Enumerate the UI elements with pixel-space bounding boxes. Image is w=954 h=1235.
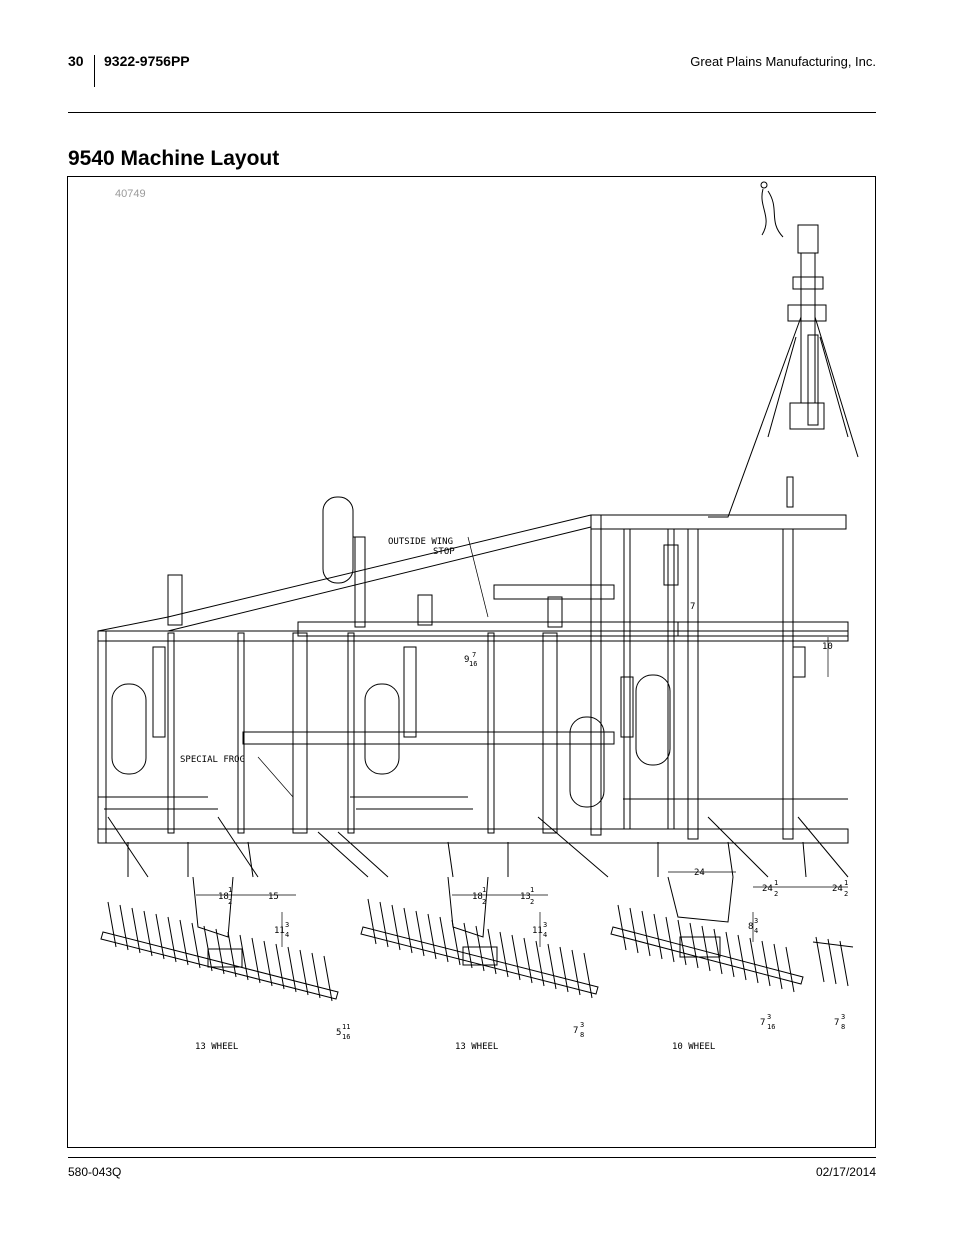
callout-wheel-right: 10 WHEEL [672, 1042, 715, 1052]
dim-8-den: 4 [754, 927, 758, 935]
dim-7a-num: 3 [580, 1021, 584, 1029]
dim-24b-whole: 24 [832, 884, 843, 894]
dim-11b-num: 3 [543, 921, 547, 929]
dim-24: 24 [694, 868, 705, 878]
dim-24a-num: 1 [774, 879, 778, 887]
gauge-wheels [111, 496, 671, 808]
dim-7a-den: 8 [580, 1031, 584, 1039]
header-rule [68, 112, 876, 113]
dim-5-whole: 5 [336, 1028, 341, 1038]
callout-outside-wing: OUTSIDE WING [388, 537, 453, 547]
dim-7c-whole: 7 [834, 1018, 839, 1028]
dim-18b-whole: 18 [472, 892, 483, 902]
dim-18a-whole: 18 [218, 892, 229, 902]
dim-7: 7 [690, 602, 695, 612]
figure-number: 40749 [115, 188, 146, 200]
header-divider [94, 55, 95, 87]
dim-24b-den: 2 [844, 890, 848, 898]
dim-11a-num: 3 [285, 921, 289, 929]
dim-11a-whole: 11 [274, 926, 285, 936]
machine-layout-drawing: OUTSIDE WING STOP SPECIAL FROG 13 WHEEL … [97, 181, 859, 1052]
harrow-sections [100, 876, 854, 1000]
dim-18a-num: 1 [228, 886, 232, 894]
dim-18b-num: 1 [482, 886, 486, 894]
callout-outside-wing-stop: STOP [433, 547, 455, 557]
callout-wheel-middle: 13 WHEEL [455, 1042, 498, 1052]
dim-11a-den: 4 [285, 931, 289, 939]
dim-7b-num: 3 [767, 1013, 771, 1021]
dim-13-whole: 13 [520, 892, 531, 902]
dim-11b-den: 4 [543, 931, 547, 939]
drawing-callouts: OUTSIDE WING STOP SPECIAL FROG 13 WHEEL … [180, 537, 848, 1052]
dim-8-num: 3 [754, 917, 758, 925]
page-number: 30 [68, 53, 84, 69]
harrow-tines [107, 898, 849, 1002]
dim-9-num: 7 [472, 651, 476, 659]
dim-5-den: 16 [342, 1033, 350, 1041]
dim-10: 10 [822, 642, 833, 652]
manual-number: 580-043Q [68, 1165, 122, 1179]
frame-uprights [152, 544, 806, 834]
main-frame [97, 514, 849, 844]
footer-rule [68, 1157, 876, 1158]
document-number: 9322-9756PP [104, 53, 190, 69]
machine-layout-figure: 40749 [67, 176, 876, 1148]
harrow-hangers [98, 796, 849, 878]
dim-13-den: 2 [530, 898, 534, 906]
dim-11b-whole: 11 [532, 926, 543, 936]
callout-special-frog: SPECIAL FROG [180, 755, 245, 765]
dim-24a-den: 2 [774, 890, 778, 898]
dimension-lines [196, 536, 848, 947]
dim-15: 15 [268, 892, 279, 902]
dim-7b-whole: 7 [760, 1018, 765, 1028]
dim-7a-whole: 7 [573, 1026, 578, 1036]
dim-24a-whole: 24 [762, 884, 773, 894]
dim-5-num: 11 [342, 1023, 350, 1031]
dim-18a-den: 2 [228, 898, 232, 906]
dim-8-whole: 8 [748, 922, 753, 932]
dim-9-den: 16 [469, 660, 477, 668]
dim-7c-den: 8 [841, 1023, 845, 1031]
dim-18b-den: 2 [482, 898, 486, 906]
dim-7b-den: 16 [767, 1023, 775, 1031]
dim-7c-num: 3 [841, 1013, 845, 1021]
callout-wheel-left: 13 WHEEL [195, 1042, 238, 1052]
dim-13-num: 1 [530, 886, 534, 894]
dim-9-whole: 9 [464, 655, 469, 665]
page-title: 9540 Machine Layout [68, 147, 280, 170]
publication-date: 02/17/2014 [815, 1165, 876, 1179]
hitch-assembly [708, 181, 859, 518]
company-name: Great Plains Manufacturing, Inc. [690, 54, 876, 69]
dim-24b-num: 1 [844, 879, 848, 887]
